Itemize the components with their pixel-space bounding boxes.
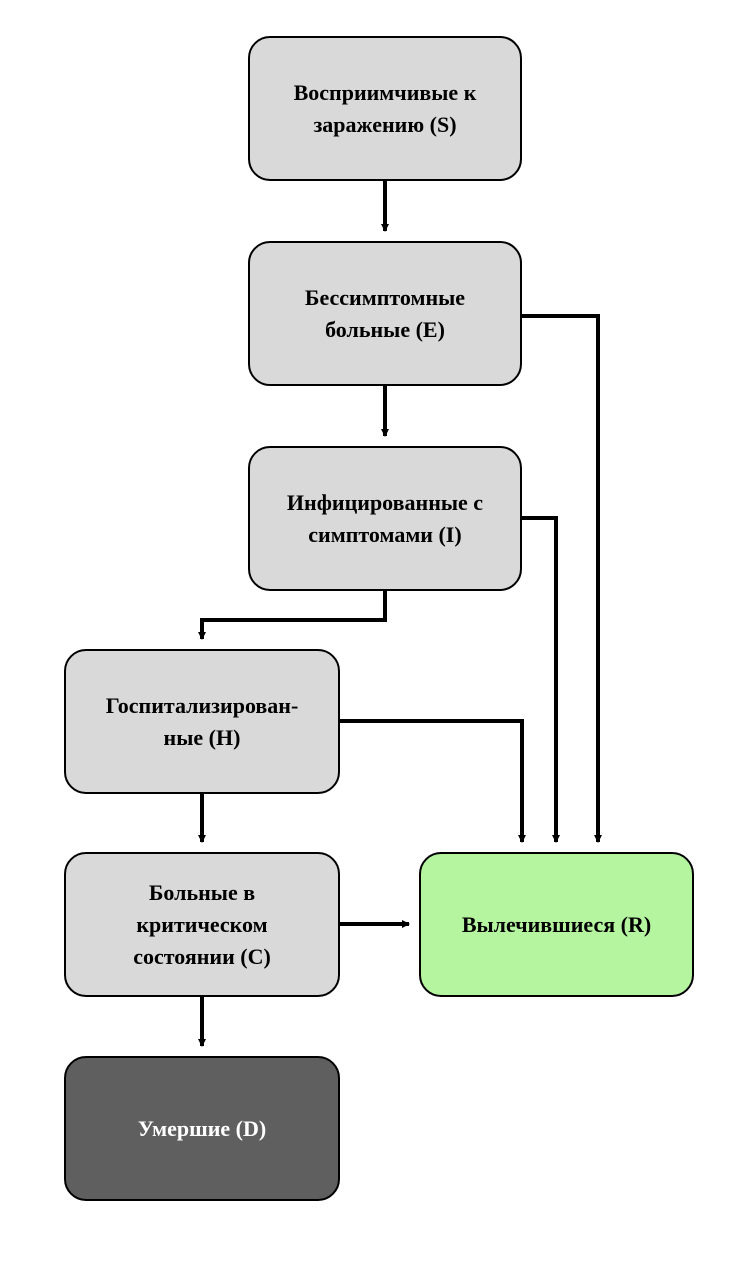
edge-h-to-r [340,719,526,843]
node-hospitalized: Госпитализирован- ные (H) [64,649,340,794]
node-critical-label: Больные в критическом состоянии (C) [133,879,271,969]
edge-i-to-h [198,591,387,640]
node-critical: Больные в критическом состоянии (C) [64,852,340,997]
node-dead: Умершие (D) [64,1056,340,1201]
node-exposed: Бессимптомные больные (E) [248,241,522,386]
edge-i-to-r [522,516,560,843]
node-recovered-label: Вылечившиеся (R) [461,911,652,937]
node-infected-label: Инфицированные с симптомами (I) [286,489,484,547]
node-exposed-label: Бессимптомные больные (E) [304,284,466,342]
node-recovered: Вылечившиеся (R) [419,852,694,997]
edge-e-to-r [522,314,602,843]
node-susceptible: Восприимчивые к заражению (S) [248,36,522,181]
node-infected: Инфицированные с симптомами (I) [248,446,522,591]
node-dead-label: Умершие (D) [137,1115,267,1141]
node-hospitalized-label: Госпитализирован- ные (H) [105,692,299,750]
node-susceptible-label: Восприимчивые к заражению (S) [293,79,477,137]
